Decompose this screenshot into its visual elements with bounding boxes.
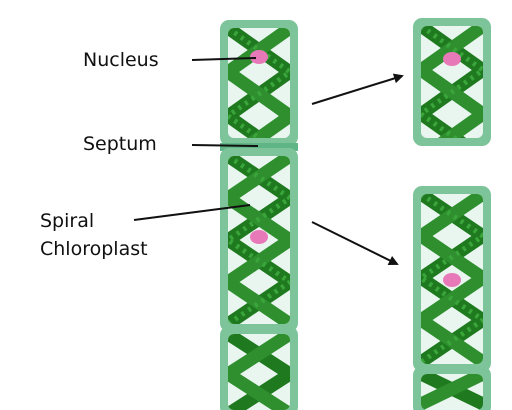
nucleus-label: Nucleus [83,49,159,71]
nucleus-pointer-line [191,57,257,61]
septum-pointer-line [191,144,259,147]
spiral-chloroplast-label-line1: Spiral [40,210,95,232]
cell-4-nucleus [443,52,461,66]
cell-5-chloroplast [421,194,483,364]
spiral-chloroplast-label-line2: Chloroplast [40,238,148,260]
chloroplast-pointer-line [133,204,251,221]
arrow-to-top-filament [311,73,404,105]
cell-2-nucleus [250,230,268,244]
left-filament [220,20,298,410]
septum-label: Septum [83,133,157,155]
cell-5-nucleus [443,273,461,287]
cell-2-chloroplast [228,156,290,324]
cell-3-chloroplast [228,334,290,410]
right-filament-top [413,18,491,146]
septum-band [220,143,298,151]
cell-4-chloroplast [421,26,483,138]
cell-1-nucleus [250,50,268,64]
right-filament-bottom [413,186,491,410]
cell-6-chloroplast [421,374,483,410]
arrow-to-bottom-filament [311,221,399,265]
